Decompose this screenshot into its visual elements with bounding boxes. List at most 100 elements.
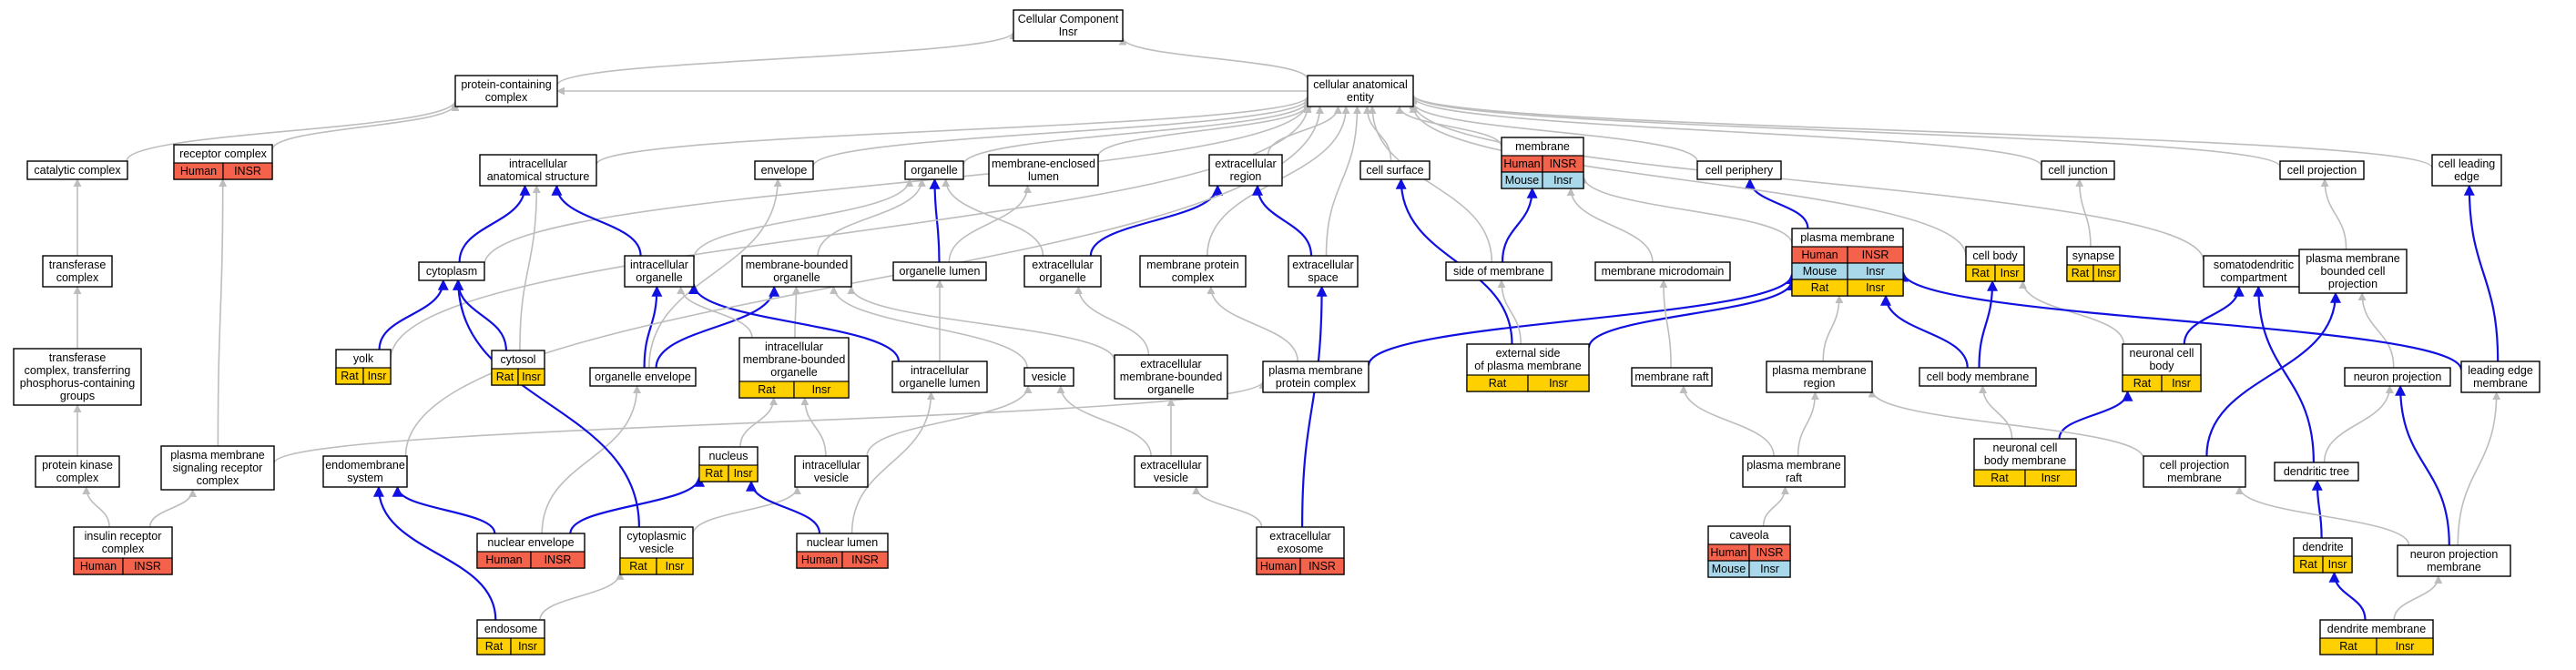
edge-membrane-microdomain-to-membrane [1566, 188, 1654, 263]
species-label: Mouse [1803, 265, 1838, 278]
node-label: cell body [1972, 249, 2018, 262]
gene-cell [841, 551, 889, 569]
node-label: extracellular [1140, 459, 1201, 472]
node-label: intracellular [509, 157, 567, 170]
gene-cell [530, 551, 585, 569]
edge-plasma-membrane-region-to-plasma-membrane [1822, 295, 1844, 362]
node-label: cytoplasmic [626, 530, 686, 543]
edge-cell-surface-to-cellular-anatomical-entity [1362, 106, 1392, 162]
edge-organelle-envelope-to-intracellular-organelle [643, 285, 663, 369]
node-box [1288, 255, 1359, 288]
node-label: organelle envelope [595, 371, 691, 383]
gene-label: INSR [851, 553, 879, 566]
edge-cell-body-membrane-to-plasma-membrane [1880, 294, 1969, 369]
node-label: of plasma membrane [1474, 360, 1581, 372]
edge-nuclear-envelope-to-organelle-envelope [541, 385, 642, 534]
gene-cell [1527, 374, 1590, 392]
node-label: membrane-enclosed [992, 157, 1095, 170]
species-label: Human [80, 560, 117, 573]
node-membrane-raft: membrane raft [1631, 367, 1713, 387]
gene-label: Insr [1549, 377, 1568, 390]
edge-plasma-membrane-protein-complex-to-plasma-membrane [1367, 273, 1797, 366]
edge-neuronal-cell-body-to-somatodendritic-compartment [2183, 285, 2245, 345]
node-box [1262, 360, 1369, 393]
node-label: dendrite [2302, 541, 2343, 553]
species-label: Rat [2072, 267, 2090, 279]
node-box [1359, 160, 1431, 180]
node-box [891, 360, 988, 393]
node-label: phosphorus-containing [20, 377, 136, 390]
edge-cytosol-to-cytoplasm [452, 279, 507, 351]
gene-label: Insr [1866, 281, 1885, 294]
node-box [418, 261, 485, 281]
gene-label: Insr [522, 371, 541, 383]
gene-cell [1748, 560, 1791, 578]
node-label: Cellular Component [1018, 13, 1119, 25]
species-label: Rat [629, 560, 647, 573]
species-label: Human [1503, 157, 1540, 170]
node-box [2279, 160, 2365, 180]
node-cell-surface: cell surface [1359, 160, 1431, 180]
node-box [2203, 255, 2305, 288]
edge-external-side-of-plasma-membrane-to-plasma-membrane [1587, 279, 1797, 349]
edge-extracellular-space-to-cellular-anatomical-entity [1325, 106, 1361, 257]
node-label: neuron projection [2410, 548, 2499, 561]
node-label: region [1804, 377, 1836, 390]
node-label: intracellular [911, 364, 969, 377]
node-label: organelle [1147, 383, 1194, 396]
gene-label: Insr [518, 640, 537, 653]
node-box [160, 445, 275, 491]
edge-plasma-membrane-protein-complex-to-membrane-protein-complex [1207, 286, 1298, 362]
edge-nuclear-envelope-to-endomembrane-system [392, 485, 496, 534]
node-cytoplasm: cytoplasm [418, 261, 485, 281]
node-label: organelle lumen [900, 265, 981, 278]
node-side-of-membrane: side of membrane [1445, 261, 1553, 281]
node-label: leading edge [2468, 364, 2533, 377]
edge-neuron-projection-to-plasma-membrane-bounded-cell-projection [2357, 292, 2395, 369]
edge-cell-projection-membrane-to-plasma-membrane-region [1868, 389, 2144, 460]
node-label: neuron projection [2354, 371, 2442, 383]
node-label: cell surface [1366, 164, 1423, 177]
edge-neuronal-cell-body-membrane-to-cell-body-membrane [1979, 385, 2013, 440]
edge-cellular-anatomical-entity-to-cellular-component [1118, 36, 1308, 80]
node-box [1134, 455, 1208, 488]
gene-label: Insr [2396, 640, 2415, 653]
node-label: neuronal cell [1993, 442, 2058, 454]
edge-cell-body-to-cellular-anatomical-entity [1409, 104, 1967, 257]
node-label: intracellular [802, 459, 860, 472]
node-label: lumen [1028, 170, 1059, 183]
node-label: vesicle [1032, 371, 1066, 383]
node-label: transferase [49, 259, 107, 271]
gene-label: Insr [666, 560, 685, 573]
gene-label: Insr [1760, 563, 1779, 575]
edge-membrane-to-cellular-anatomical-entity [1395, 106, 1502, 147]
node-box [1208, 154, 1283, 187]
node-label: endomembrane [325, 459, 405, 472]
edge-nuclear-envelope-to-nucleus [569, 475, 705, 534]
edge-cell-body-membrane-to-cell-body [1978, 279, 1999, 369]
species-label: Rat [2339, 640, 2357, 653]
gene-label: INSR [234, 165, 261, 178]
node-label: cellular anatomical [1313, 78, 1408, 91]
node-label: organelle [773, 271, 820, 284]
node-membrane-microdomain: membrane microdomain [1594, 261, 1731, 281]
node-label: membrane [2167, 472, 2222, 484]
edge-insulin-receptor-complex-to-protein-kinase-complex [82, 486, 110, 528]
edge-leading-edge-membrane-to-plasma-membrane [1898, 270, 2463, 371]
edge-plasma-membrane-to-cell-periphery [1744, 178, 1809, 229]
edge-organelle-lumen-to-membrane-enclosed-lumen [948, 185, 1032, 263]
edge-plasma-membrane-to-membrane [1579, 175, 1793, 245]
node-organelle-lumen: organelle lumen [892, 261, 987, 281]
edge-extracellular-exosome-to-extracellular-vesicle [1192, 486, 1263, 528]
gene-label: Insr [812, 383, 831, 396]
edge-membrane-raft-to-membrane-microdomain [1659, 279, 1672, 369]
gene-label: Insr [734, 467, 753, 480]
node-box [1742, 455, 1846, 488]
edge-neuronal-cell-body-membrane-to-neuronal-cell-body [2058, 390, 2133, 440]
